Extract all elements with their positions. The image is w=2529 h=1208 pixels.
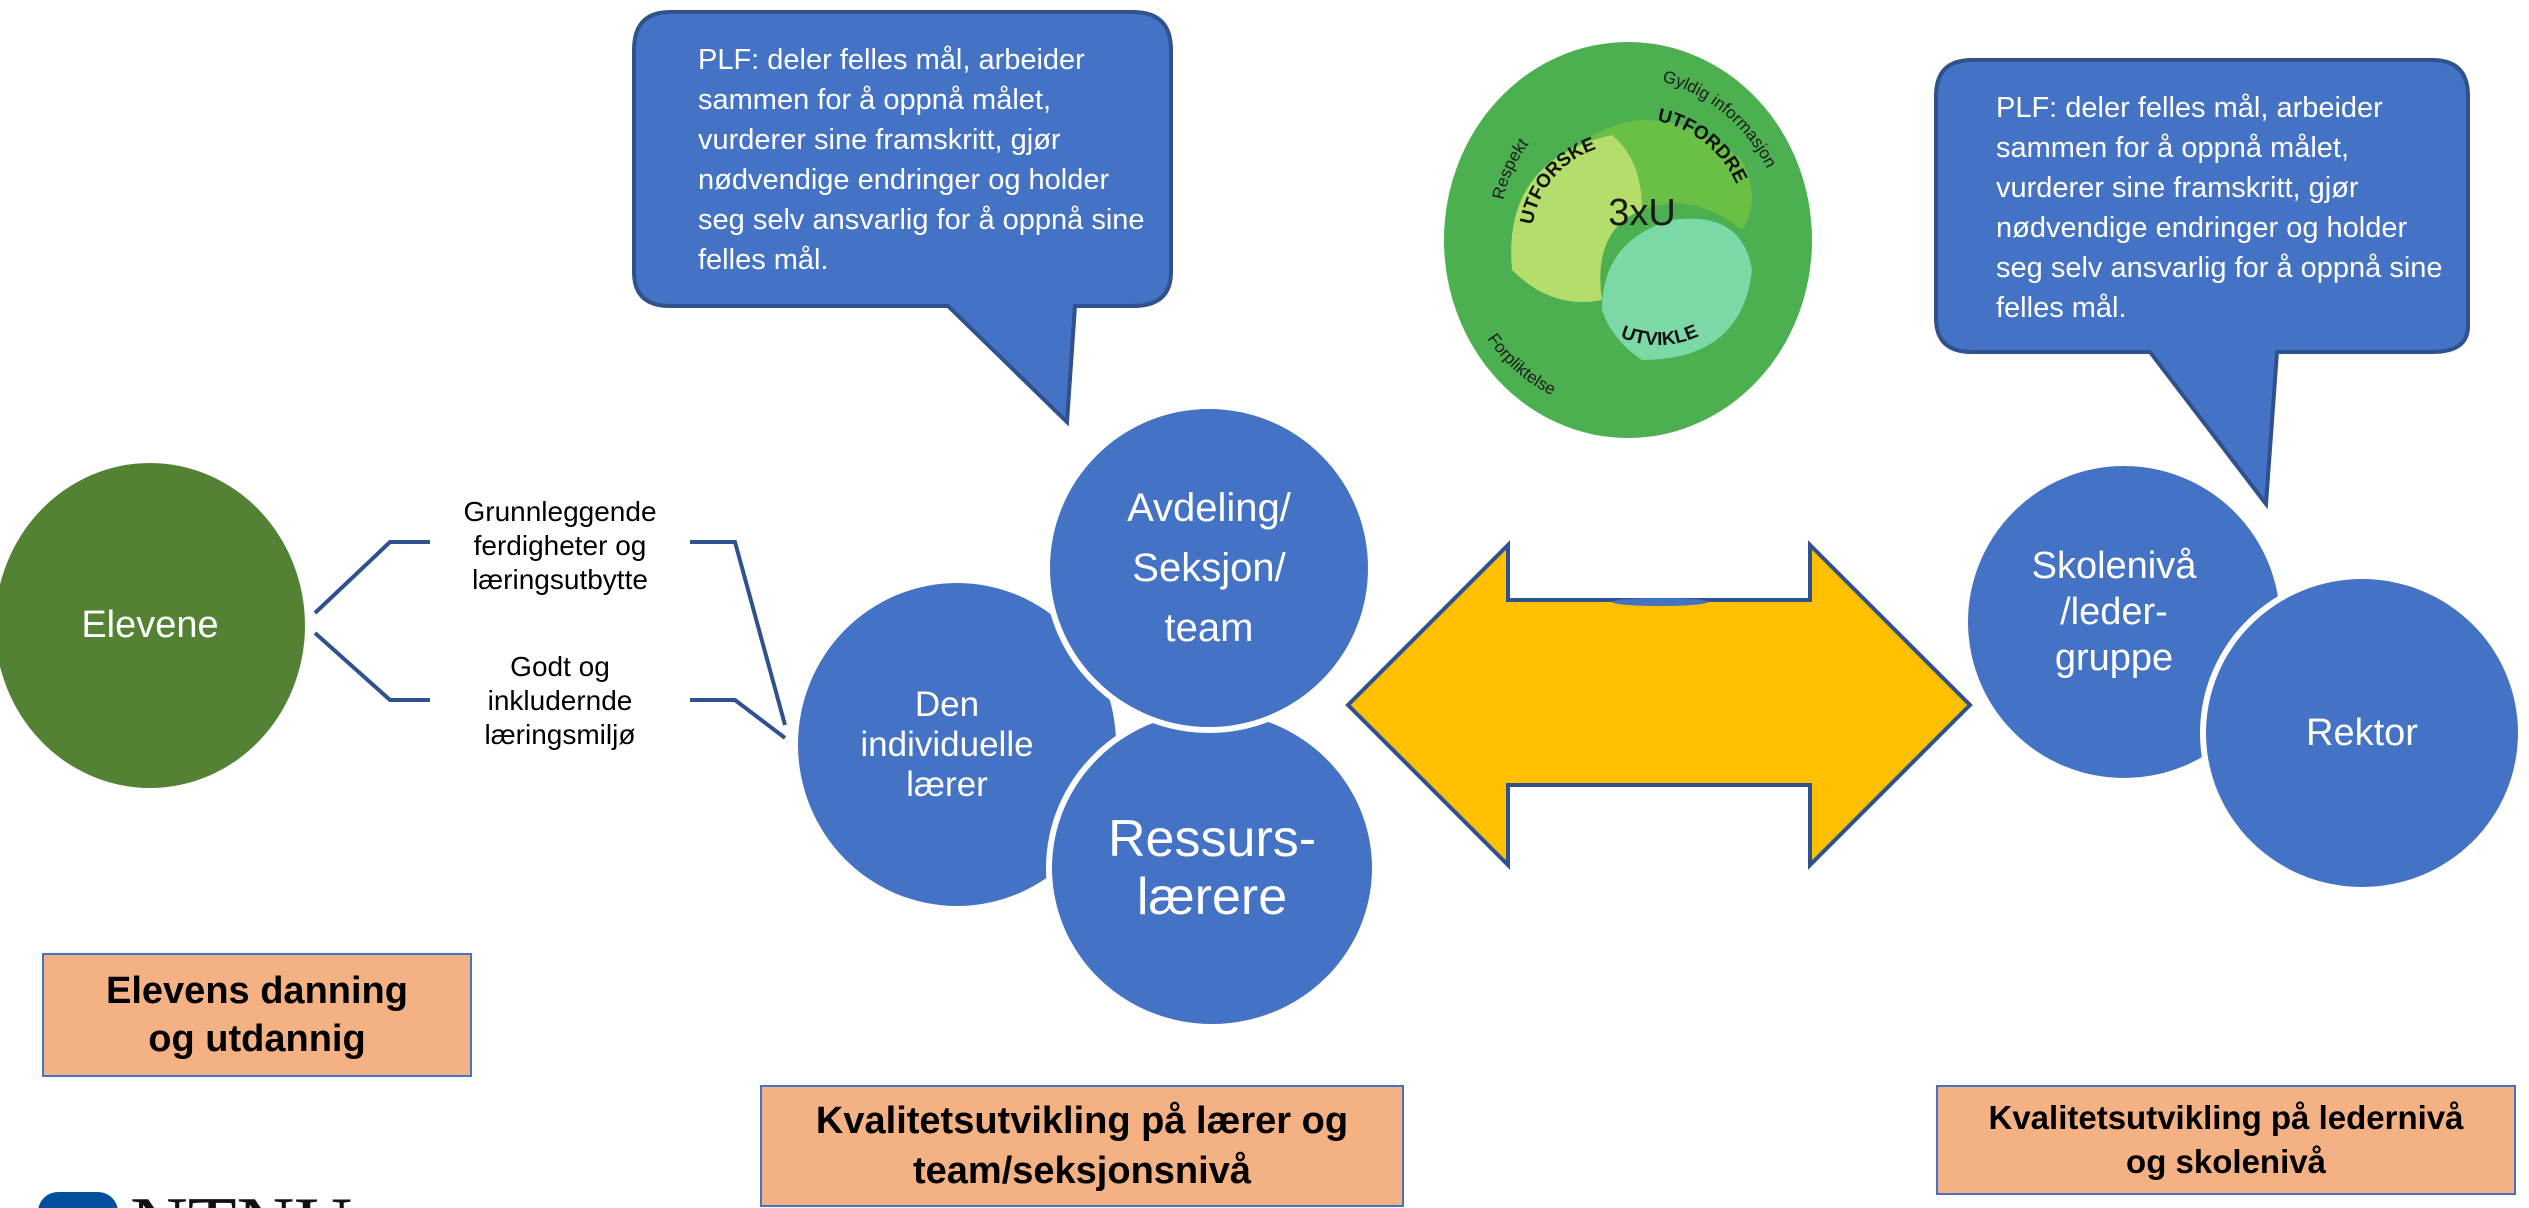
ntnu-logo-mark	[38, 1192, 118, 1208]
logo-center-text: 3xU	[1608, 192, 1676, 234]
avdeling-circle: Avdeling/ Seksjon/ team	[1044, 403, 1374, 733]
ntnu-logo: NTNU	[38, 1188, 478, 1208]
logo-swirl-utforske	[1511, 135, 1642, 302]
arrow-artifact	[1612, 598, 1708, 606]
label-elevens-danning: Elevens danning og utdannig	[42, 953, 472, 1077]
speech-bubble-left-shape	[632, 10, 1173, 427]
logo-outer-ring	[1444, 42, 1812, 438]
connector-line-top	[690, 540, 787, 726]
connector-line-bottom	[690, 698, 787, 740]
avdeling-label: Avdeling/ Seksjon/ team	[1127, 486, 1291, 650]
speech-bubble-right-shape	[1934, 58, 2470, 510]
ntnu-logo-text: NTNU	[130, 1188, 352, 1208]
rektor-label: Rektor	[2306, 711, 2418, 754]
elevene-label: Elevene	[81, 604, 219, 646]
ressurslaerere-label: Ressurs- lærere	[1107, 810, 1317, 926]
double-arrow	[1345, 540, 1973, 870]
logo-swirl-utvikle	[1602, 218, 1752, 360]
label-kvalitet-leder: Kvalitetsutvikling på ledernivå og skole…	[1936, 1085, 2516, 1195]
elevene-circle: Elevene	[0, 463, 305, 788]
speech-bubble-left-text: PLF: deler felles mål, arbeider sammen f…	[698, 44, 1145, 276]
branch-text-bottom: Godt og inkludernde læringsmiljø	[484, 651, 636, 750]
branch-line-bottom	[313, 631, 430, 702]
rektor-circle: Rektor	[2200, 573, 2524, 893]
ressurslaerere-circle: Ressurs- lærere	[1046, 706, 1378, 1030]
logo-3xu: Respekt Gyldig informasjon Forpliktelse …	[1444, 42, 1812, 438]
speech-bubble-left	[632, 10, 1173, 427]
individuell-laerer-label: Den individuelle lærer	[860, 684, 1034, 804]
skoleniva-label: Skolenivå /leder- gruppe	[2031, 545, 2197, 679]
branch-text-top: Grunnleggende ferdigheter og læringsutby…	[463, 496, 657, 595]
speech-bubble-right	[1934, 58, 2470, 510]
speech-bubble-right-text: PLF: deler felles mål, arbeider sammen f…	[1996, 92, 2443, 324]
branch-line-top	[313, 540, 430, 615]
label-kvalitet-laerer: Kvalitetsutvikling på lærer og team/seks…	[760, 1085, 1404, 1207]
